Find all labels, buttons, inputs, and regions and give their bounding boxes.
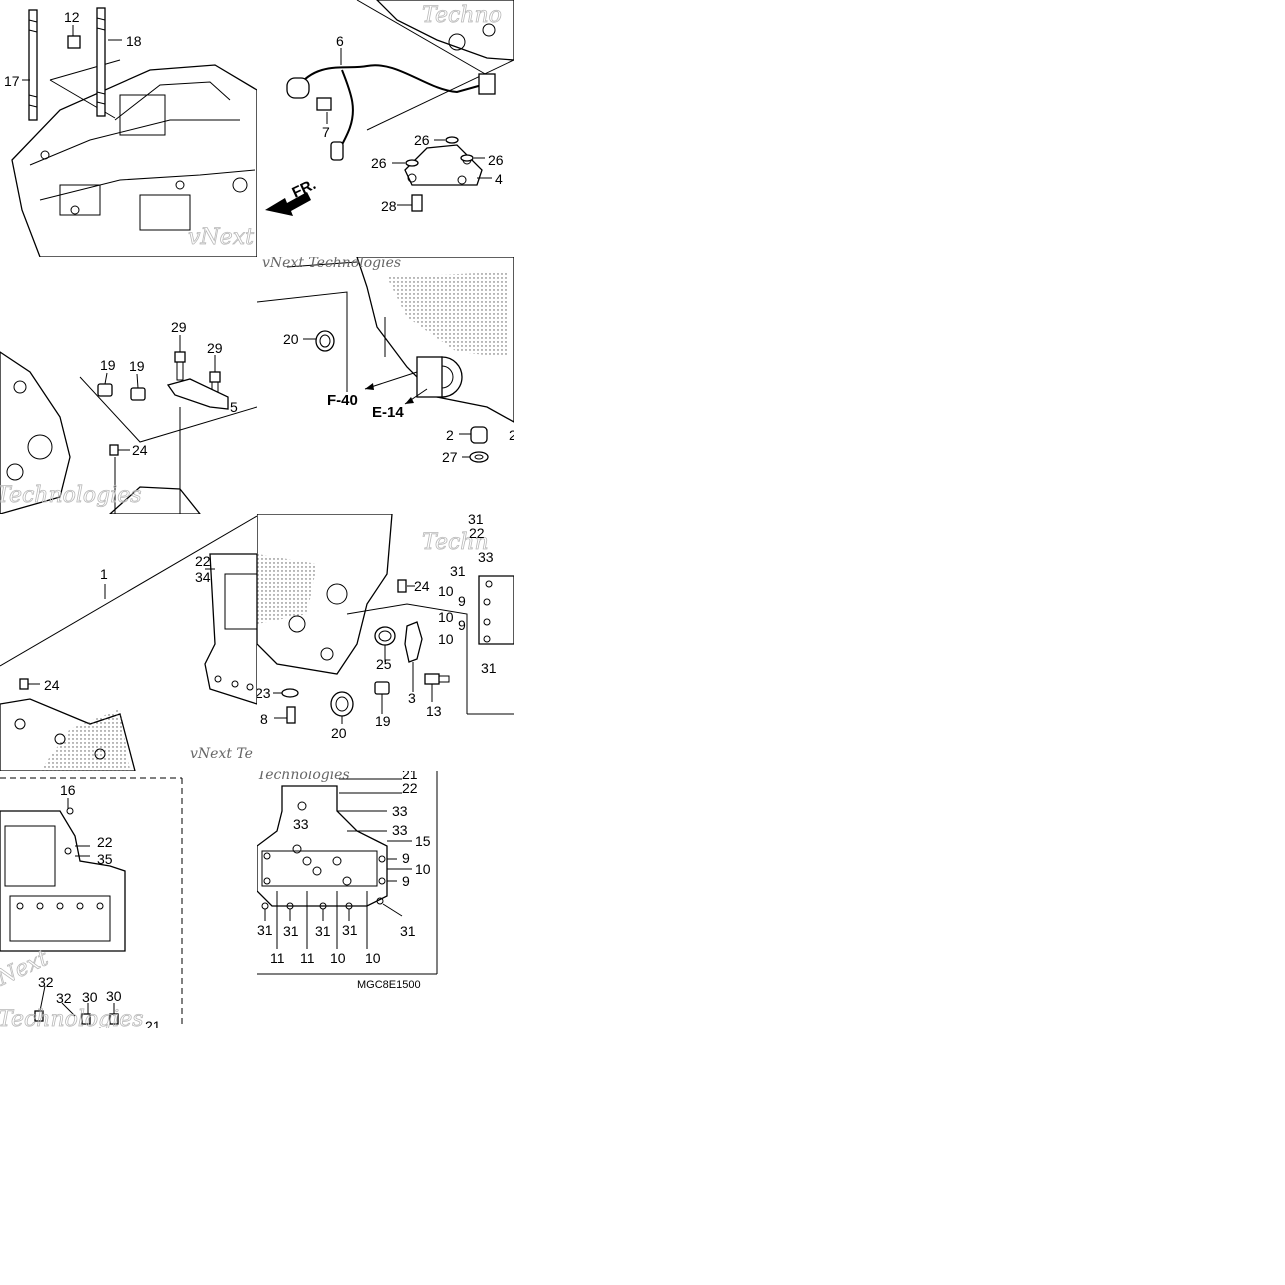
callout-2b: 2 [509,427,514,443]
callout-5: 5 [230,399,238,415]
svg-text:vNext T: vNext T [188,225,257,250]
callout-31d: 31 [342,922,358,938]
callout-26a: 26 [414,132,430,148]
callout-31a: 31 [257,922,273,938]
callout-29a: 29 [171,319,187,335]
callout-22: 22 [97,834,113,850]
callout-24: 24 [414,578,430,594]
callout-17: 17 [4,73,20,89]
callout-35: 35 [97,851,113,867]
callout-16: 16 [60,782,76,798]
callout-27: 27 [442,449,458,465]
callout-31e: 31 [400,923,416,939]
callout-31a: 31 [450,563,466,579]
callout-11b: 11 [300,950,315,966]
callout-8: 8 [260,711,268,727]
callout-30b: 30 [106,988,122,1004]
tile-crankcase-assy: vNext Te 1 22 34 24 [0,514,257,771]
callout-31b: 31 [283,923,299,939]
callout-10c: 10 [438,631,454,647]
callout-24: 24 [132,442,148,458]
callout-13: 13 [426,703,442,719]
callout-31b: 31 [481,660,497,676]
callout-31-top: 31 [468,514,484,527]
tile-bracket: Technologies 29 29 19 19 5 24 [0,257,257,514]
callout-20: 20 [331,725,347,741]
direction-label: FR. [290,176,319,202]
callout-32a: 32 [38,974,54,990]
callout-29b: 29 [207,340,223,356]
callout-10a: 10 [438,583,454,599]
callout-33b: 33 [293,816,309,832]
callout-7: 7 [322,124,330,140]
callout-4: 4 [495,171,503,187]
callout-9b: 9 [402,873,410,889]
callout-10b: 10 [330,950,346,966]
callout-19a: 19 [100,357,116,373]
callout-15: 15 [415,833,431,849]
callout-19b: 19 [129,358,145,374]
callout-32b: 32 [56,990,72,1006]
callout-10a: 10 [415,861,431,877]
tile-wire-harness: FR. Techno 6 7 26 26 26 4 28 [257,0,514,257]
callout-22-top: 22 [469,525,485,541]
svg-text:Techno: Techno [422,3,502,28]
callout-2: 2 [446,427,454,443]
callout-1: 1 [100,566,108,582]
tile-reference-callouts: vNext Technologies 20 F-40 E-14 2 27 2 [257,257,514,514]
diagram-code: MGC8E1500 [357,979,421,991]
callout-18: 18 [126,33,142,49]
callout-22: 22 [195,553,211,569]
callout-34: 34 [195,569,211,585]
tile-oil-pan: Technologies 21 22 33 33 33 15 9 10 9 31… [257,771,514,1028]
svg-text:Technologies: Technologies [0,483,142,508]
callout-10b: 10 [438,609,454,625]
tile-lower-gasket: vNext Technologies 16 22 35 32 32 30 30 … [0,771,257,1028]
callout-11a: 11 [270,950,285,966]
svg-text:vNext Technologies: vNext Technologies [262,257,401,271]
svg-text:vNext Te: vNext Te [190,746,253,762]
callout-9a: 9 [458,593,466,609]
callout-9a: 9 [402,850,410,866]
tile-oil-pipe: Techn vNext Te 24 25 3 13 23 8 20 19 14 … [257,514,514,771]
callout-20: 20 [283,331,299,347]
callout-31c: 31 [315,923,331,939]
callout-19: 19 [375,713,391,729]
ref-e14: E-14 [372,404,404,421]
callout-33: 33 [478,549,494,565]
callout-33a: 33 [392,803,408,819]
callout-30a: 30 [82,989,98,1005]
callout-21: 21 [402,771,418,782]
callout-10c: 10 [365,950,381,966]
svg-text:Technologies: Technologies [257,771,350,783]
callout-25: 25 [376,656,392,672]
callout-3: 3 [408,690,416,706]
callout-26c: 26 [488,152,504,168]
callout-12: 12 [64,9,80,25]
callout-23: 23 [257,685,271,701]
callout-26b: 26 [371,155,387,171]
callout-6: 6 [336,33,344,49]
callout-28: 28 [381,198,397,214]
callout-33c: 33 [392,822,408,838]
callout-21: 21 [145,1018,161,1028]
tile-upper-crankcase: vNext T 12 18 17 [0,0,257,257]
callout-22: 22 [402,780,418,796]
svg-text:Techn: Techn [422,530,489,555]
callout-9b: 9 [458,617,466,633]
svg-text:Technologies: Technologies [0,1007,144,1028]
ref-f40: F-40 [327,392,358,409]
callout-24: 24 [44,677,60,693]
